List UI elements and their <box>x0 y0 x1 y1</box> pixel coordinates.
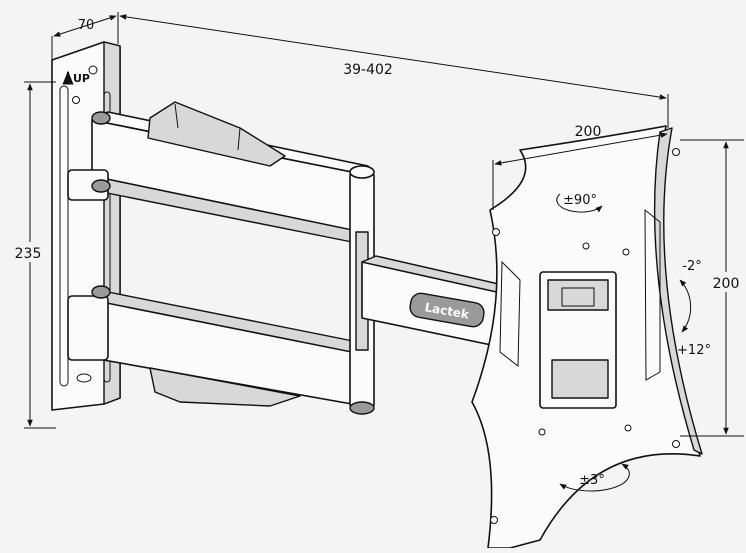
dimension-depth: 70 <box>51 12 119 60</box>
dimension-vesa-width: 200 <box>492 124 668 210</box>
tilt-down-label: +12° <box>677 343 711 358</box>
rotation-indicator: ±3° <box>559 463 630 492</box>
brand-badge: Lactek <box>409 292 485 328</box>
vesa-plate <box>471 125 703 549</box>
depth-label: 70 <box>78 18 95 33</box>
tilt-up-label: -2° <box>682 259 701 274</box>
plate-height-label: 235 <box>15 246 42 262</box>
bottom-bracket <box>149 367 301 407</box>
up-label: UP <box>73 72 90 85</box>
dimension-extension: 39-402 <box>119 14 669 128</box>
swivel-label: ±90° <box>563 193 597 208</box>
rotate-label: ±3° <box>579 473 605 488</box>
dimension-plate-height: 235 <box>10 81 56 429</box>
up-marker: UP <box>62 70 90 85</box>
top-bracket <box>147 101 286 167</box>
rotate-arrow-icon <box>556 193 603 213</box>
swivel-indicator: ±90° <box>556 193 603 213</box>
vesa-height-label: 200 <box>713 276 740 292</box>
tilt-indicator: -2° +12° <box>677 259 711 358</box>
arm-pivots <box>67 111 111 361</box>
dimension-vesa-height: 200 <box>680 139 744 437</box>
extension-label: 39-402 <box>343 62 393 78</box>
vesa-width-label: 200 <box>575 124 602 140</box>
